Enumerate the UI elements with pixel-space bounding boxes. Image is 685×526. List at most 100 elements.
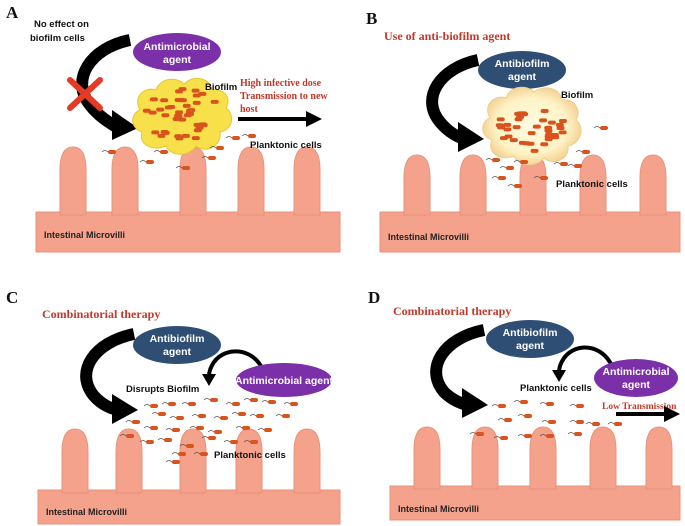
planktonic-bacterium — [576, 404, 584, 408]
panel-a-base-label: Intestinal Microvilli — [44, 230, 125, 240]
panel-d-planktonic-bacteria — [469, 400, 622, 440]
bacterium-flagellum — [539, 434, 547, 437]
biofilm-bacterium — [532, 124, 541, 129]
biofilm-bacterium — [544, 137, 553, 142]
panel-d-arrowhead-main — [462, 388, 488, 418]
bacterium-flagellum — [513, 400, 521, 403]
biofilm-bacterium — [544, 125, 553, 130]
panel-b-agent-line1: Antibiofilm — [495, 58, 550, 70]
panel-a-letter: A — [6, 3, 19, 22]
panel-b-curved-arrow — [426, 54, 480, 145]
biofilm-bacterium — [161, 113, 170, 118]
planktonic-bacterium — [208, 156, 216, 160]
bacterium-flagellum — [157, 438, 165, 441]
planktonic-bacterium — [250, 440, 258, 444]
bacterium-flagellum — [213, 416, 221, 419]
bacterium-flagellum — [139, 160, 147, 163]
planktonic-bacterium — [614, 422, 622, 426]
bacterium-flagellum — [193, 452, 201, 455]
bacterium-flagellum — [585, 422, 593, 425]
bacterium-flagellum — [165, 428, 173, 431]
biofilm-bacterium — [547, 120, 556, 125]
planktonic-bacterium — [560, 162, 568, 166]
panel-d: D Combinatorial therapy Intestinal Micro… — [368, 288, 681, 521]
bacterium-flagellum — [235, 426, 243, 429]
panel-b-planktonic-label: Planktonic cells — [556, 179, 628, 190]
planktonic-bacterium — [250, 398, 258, 402]
bacterium-flagellum — [261, 400, 269, 403]
bacterium-flagellum — [203, 398, 211, 401]
biofilm-bacterium — [148, 110, 157, 115]
bacterium-flagellum — [191, 414, 199, 417]
bacterium-flagellum — [179, 444, 187, 447]
planktonic-bacterium — [216, 146, 224, 150]
cross-icon — [67, 77, 103, 111]
biofilm-bacterium — [172, 117, 181, 122]
planktonic-bacterium — [498, 176, 506, 180]
panel-c-planktonic-bacteria — [119, 398, 298, 464]
planktonic-bacterium — [186, 444, 194, 448]
biofilm-bacterium — [149, 97, 158, 102]
bacterium-flagellum — [243, 398, 251, 401]
planktonic-bacterium — [238, 412, 246, 416]
planktonic-bacterium — [256, 414, 264, 418]
planktonic-bacterium — [492, 158, 500, 162]
panel-a-antimicrobial-oval — [133, 33, 221, 71]
biofilm-bacterium — [516, 111, 525, 116]
panel-a-no-effect-line1: No effect on — [34, 19, 89, 30]
planktonic-bacterium — [504, 418, 512, 422]
planktonic-bacterium — [282, 414, 290, 418]
biofilm-bacterium — [556, 126, 565, 131]
bacterium-flagellum — [223, 440, 231, 443]
bacterium-flagellum — [249, 414, 257, 417]
biofilm-bacterium — [210, 99, 219, 104]
planktonic-bacterium — [520, 400, 528, 404]
bacterium-flagellum — [517, 414, 525, 417]
planktonic-bacterium — [546, 434, 554, 438]
panel-a-curved-arrow — [76, 34, 132, 134]
biofilm-bacterium — [160, 129, 169, 134]
planktonic-bacterium — [132, 420, 140, 424]
planktonic-bacterium — [506, 166, 514, 170]
panel-d-planktonic-label: Planktonic cells — [520, 383, 592, 394]
biofilm-bacterium — [555, 122, 564, 127]
biofilm-bacterium — [522, 141, 531, 146]
planktonic-bacterium — [208, 436, 216, 440]
bacterium-flagellum — [541, 420, 549, 423]
biofilm-bacterium — [198, 91, 207, 96]
panel-c-disrupts-label: Disrupts Biofilm — [126, 384, 199, 395]
bacterium-flagellum — [209, 146, 217, 149]
planktonic-bacterium — [576, 420, 584, 424]
bacterium-flagellum — [497, 418, 505, 421]
panel-d-agent2-line1: Antimicrobial — [602, 366, 669, 378]
bacterium-flagellum — [607, 422, 615, 425]
panel-c: C Combinatorial therapy Intestinal Micro… — [6, 288, 341, 525]
planktonic-bacterium — [150, 426, 158, 430]
panel-d-curved-arrow-main — [430, 324, 486, 411]
bacterium-flagellum — [499, 166, 507, 169]
biofilm-bacterium — [530, 148, 539, 153]
biofilm-bacterium — [195, 125, 204, 130]
planktonic-bacterium — [524, 414, 532, 418]
planktonic-bacterium — [500, 436, 508, 440]
panel-b-base-label: Intestinal Microvilli — [388, 232, 469, 242]
planktonic-bacterium — [600, 126, 608, 130]
planktonic-bacterium — [146, 160, 154, 164]
planktonic-bacterium — [160, 150, 168, 154]
bacterium-flagellum — [257, 428, 265, 431]
bacterium-flagellum — [143, 404, 151, 407]
bacterium-flagellum — [241, 134, 249, 137]
panel-c-base-label: Intestinal Microvilli — [46, 507, 127, 517]
bacterium-flagellum — [181, 402, 189, 405]
bacterium-flagellum — [553, 162, 561, 165]
planktonic-bacterium — [232, 402, 240, 406]
biofilm-bacterium — [151, 130, 160, 135]
panel-a-no-effect-line2: biofilm cells — [30, 33, 85, 44]
bacterium-flagellum — [161, 402, 169, 405]
biofilm-bacterium — [182, 103, 191, 108]
biofilm-bacterium — [503, 122, 512, 127]
panel-d-title: Combinatorial therapy — [393, 304, 511, 318]
planktonic-bacterium — [182, 166, 190, 170]
bacterium-flagellum — [169, 416, 177, 419]
biofilm-bacterium — [160, 98, 169, 103]
